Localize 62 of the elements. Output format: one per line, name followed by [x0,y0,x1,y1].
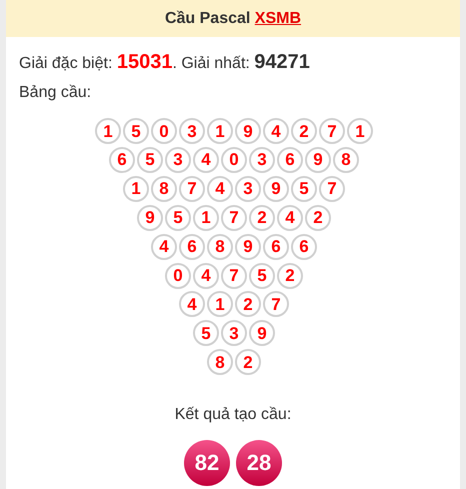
number-circle: 4 [193,146,219,173]
number-circle: 9 [249,320,275,346]
number-circle: 4 [207,176,233,202]
header-bar [6,0,460,37]
number-circle: 7 [263,291,289,318]
number-circle: 2 [291,118,317,144]
number-circle: 5 [165,204,191,231]
number-circle: 1 [347,118,373,144]
number-circle: 2 [249,204,275,231]
number-circle: 7 [179,176,205,202]
number-circle: 7 [319,176,345,202]
number-circle: 4 [193,262,219,288]
number-circle: 8 [207,349,233,376]
number-circle: 3 [221,320,247,346]
number-circle: 9 [235,234,261,260]
number-circle: 1 [95,118,121,144]
number-circle: 1 [207,118,233,144]
number-circle: 0 [165,262,191,288]
section-label: Kết quả tạo cầu: [174,405,292,425]
panel-title: Cầu Pascal XSMB [164,8,302,28]
prize-line: Giải đặc biệt: 15031. Giải nhất: 94271 [19,52,310,74]
number-circle: 3 [235,176,261,202]
result-ball: 28 [236,440,282,486]
number-circle: 8 [333,146,359,173]
number-circle: 0 [151,118,177,144]
number-circle: 5 [249,262,275,288]
number-circle: 5 [137,146,163,173]
number-circle: 9 [305,146,331,173]
number-circle: 8 [207,234,233,260]
number-circle: 2 [305,204,331,231]
number-circle: 0 [221,146,247,173]
number-circle: 4 [151,234,177,260]
number-circle: 3 [249,146,275,173]
section-label: Bảng cầu: [19,83,92,103]
number-circle: 6 [291,234,317,260]
number-circle: 3 [165,146,191,173]
number-circle: 9 [235,118,261,144]
number-circle: 3 [179,118,205,144]
number-circle: 5 [123,118,149,144]
result-ball: 82 [184,440,230,486]
number-circle: 6 [179,234,205,260]
number-circle: 4 [277,204,303,231]
number-circle: 7 [319,118,345,144]
number-circle: 2 [277,262,303,288]
number-circle: 2 [235,291,261,318]
number-circle: 6 [277,146,303,173]
number-circle: 5 [291,176,317,202]
number-circle: 8 [151,176,177,202]
number-circle: 5 [193,320,219,346]
number-circle: 4 [179,291,205,318]
number-circle: 9 [137,204,163,231]
number-circle: 9 [263,176,289,202]
title-link: XSMB [254,10,302,26]
number-circle: 2 [235,349,261,376]
number-circle: 1 [123,176,149,202]
number-circle: 7 [221,262,247,288]
number-circle: 4 [263,118,289,144]
number-circle: 7 [221,204,247,231]
number-circle: 1 [193,204,219,231]
number-circle: 6 [263,234,289,260]
number-circle: 6 [109,146,135,173]
number-circle: 1 [207,291,233,318]
